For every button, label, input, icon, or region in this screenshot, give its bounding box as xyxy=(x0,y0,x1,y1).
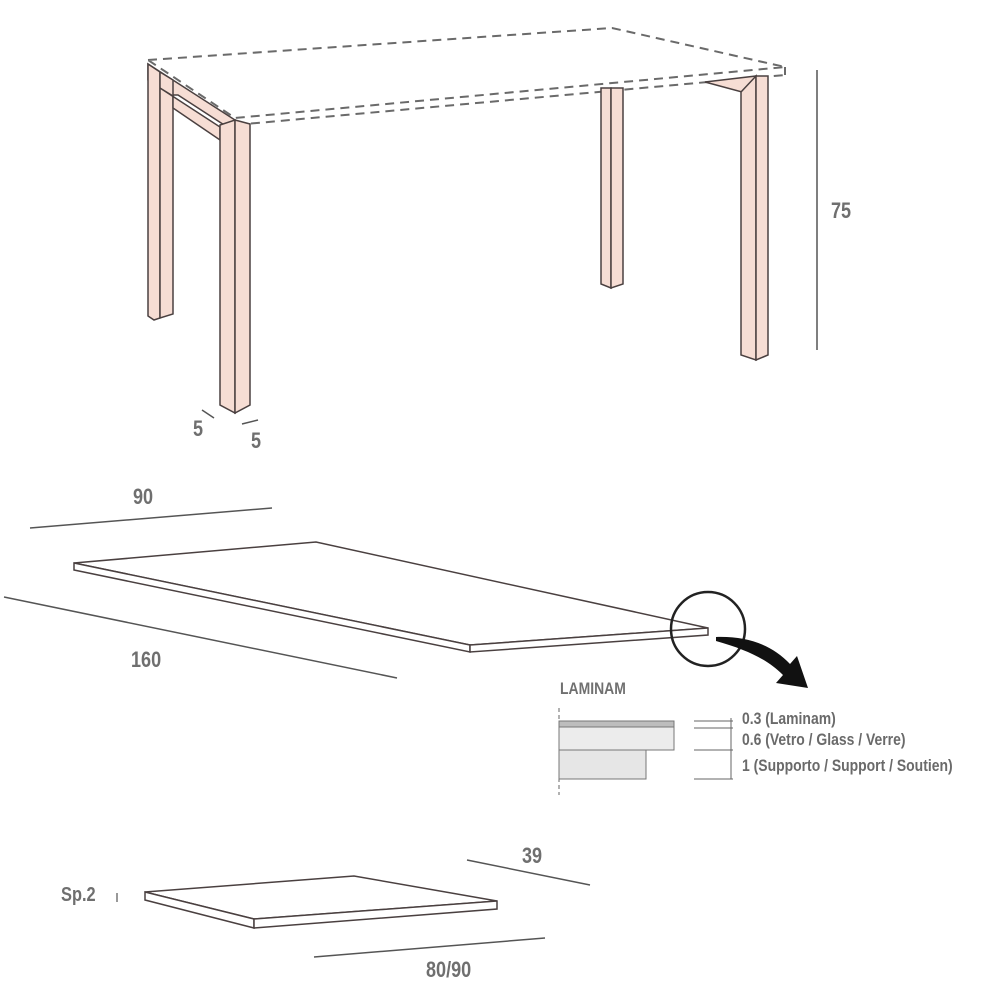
laminam-layer xyxy=(558,720,675,728)
top-depth-label: 90 xyxy=(133,484,154,509)
layer-label-glass: 0.6 (Vetro / Glass / Verre) xyxy=(742,730,906,749)
shelf-length-dimension-line xyxy=(313,937,546,958)
shelf-length-label: 80/90 xyxy=(426,957,472,982)
table-leg-front-left xyxy=(147,62,251,415)
glass-layer xyxy=(558,726,675,751)
top-length-dimension-line xyxy=(3,596,398,679)
leg-depth-label: 5 xyxy=(193,416,204,441)
curved-arrow-icon xyxy=(716,636,808,688)
leg-depth-tick xyxy=(201,409,215,419)
shelf-depth-label: 39 xyxy=(522,843,543,868)
detail-circle-icon xyxy=(669,590,747,668)
layer-label-laminam: 0.3 (Laminam) xyxy=(742,709,836,728)
leg-width-label: 5 xyxy=(251,428,262,453)
shelf-panel xyxy=(144,875,498,929)
support-layer xyxy=(558,749,647,780)
shelf-depth-dimension-line xyxy=(466,859,591,886)
table-leg-front-right xyxy=(704,74,769,362)
table-leg-back-right xyxy=(600,87,624,290)
top-length-label: 160 xyxy=(131,647,162,672)
leg-width-tick xyxy=(241,419,259,425)
laminam-section xyxy=(558,708,733,795)
table-height-label: 75 xyxy=(831,198,852,223)
layer-label-support: 1 (Supporto / Support / Soutien) xyxy=(742,756,953,775)
top-depth-dimension-line xyxy=(29,507,273,529)
top-panel xyxy=(73,541,709,653)
laminam-title: LAMINAM xyxy=(560,679,626,698)
table-top-outline xyxy=(147,26,786,127)
shelf-thickness-label: Sp.2 xyxy=(61,884,96,906)
